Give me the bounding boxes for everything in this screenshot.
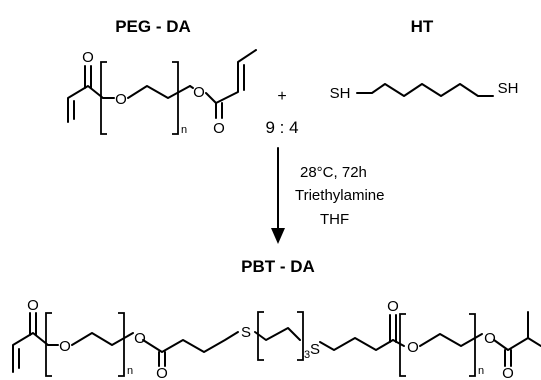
pbt-o-bot-end: O (502, 365, 514, 380)
pbt-repeat-n2: n (478, 365, 484, 377)
ht-title: HT (411, 17, 434, 36)
peg-repeat-n: n (181, 124, 187, 136)
peg-o-chain2: O (193, 84, 205, 101)
pbt-o-chain1: O (59, 338, 71, 355)
pbt-da-structure (12, 311, 541, 377)
pbt-o-chain3: O (407, 339, 419, 356)
pbt-repeat-n1: n (127, 365, 133, 377)
reaction-arrow (271, 147, 285, 244)
pbt-sulfur1: S (241, 324, 251, 341)
pbt-o-carbonyl1: O (156, 365, 168, 380)
peg-o-bot: O (213, 120, 225, 137)
condition-solvent: THF (320, 211, 349, 228)
condition-temp-time: 28°C, 72h (300, 164, 367, 181)
pbt-da-title: PBT - DA (241, 257, 315, 276)
pbt-o-carbonyl2: O (387, 298, 399, 315)
pbt-sulfur2: S (310, 341, 320, 358)
plus-sign: + (277, 88, 286, 105)
pbt-o-chain4: O (484, 330, 496, 347)
peg-o-chain1: O (115, 91, 127, 108)
condition-catalyst: Triethylamine (295, 187, 384, 204)
ht-thiol-right: SH (498, 80, 519, 97)
pbt-o-chain2: O (134, 330, 146, 347)
pbt-repeat-3: 3 (304, 349, 310, 361)
peg-o-top: O (82, 49, 94, 66)
peg-da-structure (67, 49, 257, 135)
ht-thiol-left: SH (330, 85, 351, 102)
pbt-o-top1: O (27, 297, 39, 314)
stoichiometric-ratio: 9 : 4 (265, 118, 298, 137)
peg-da-title: PEG - DA (115, 17, 191, 36)
ht-structure (356, 83, 494, 97)
